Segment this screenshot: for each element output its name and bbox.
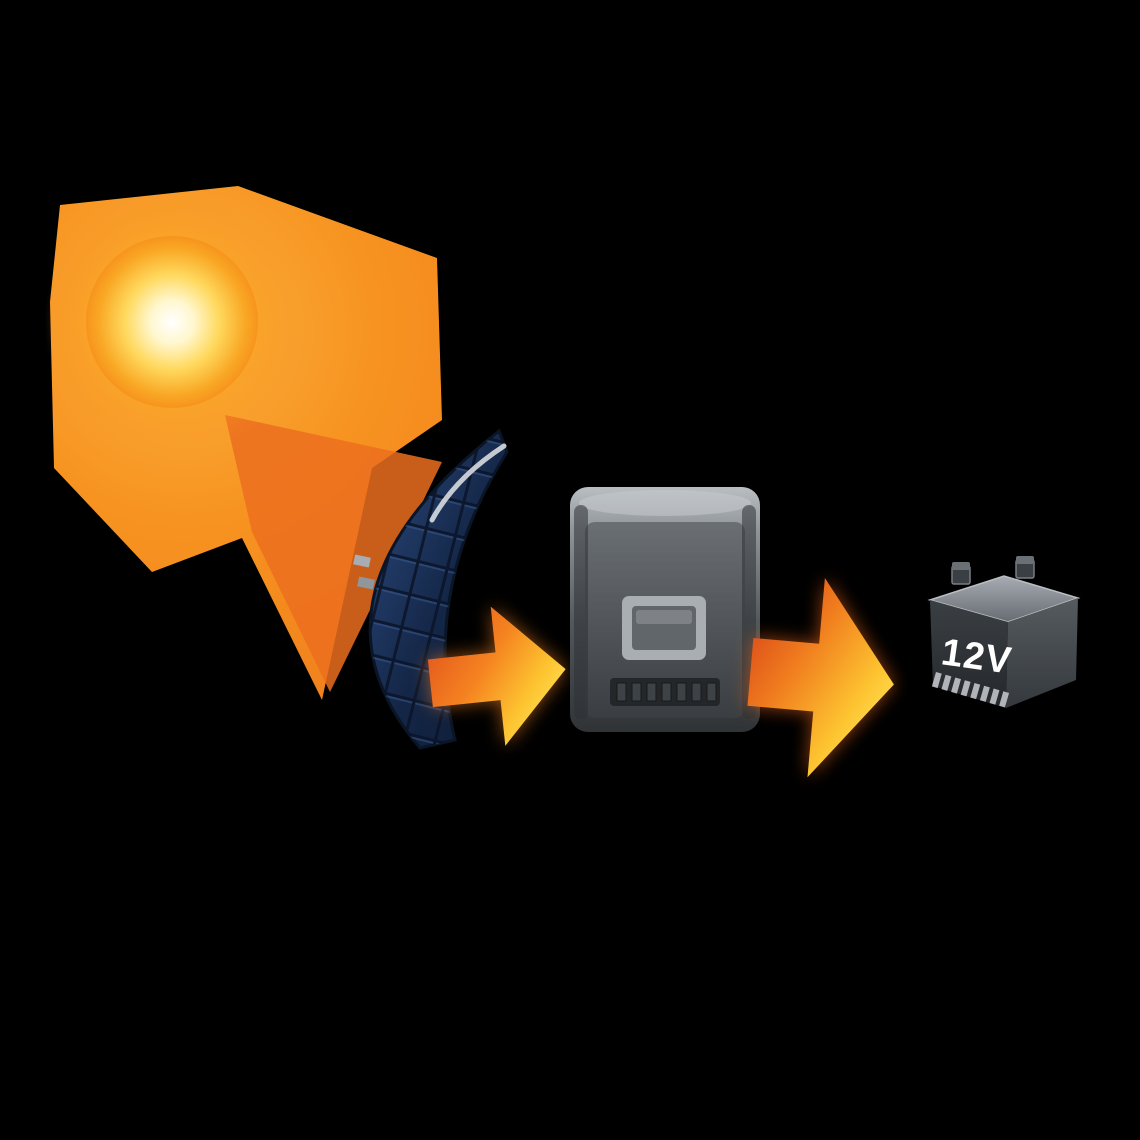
- battery-side-face: [1006, 598, 1078, 708]
- sun-core: [86, 236, 258, 408]
- panel-edge-highlight: [429, 443, 507, 523]
- controller-terminal-pin: [661, 682, 672, 702]
- controller-side-shade-left: [574, 505, 588, 719]
- battery-terminal-cap: [952, 562, 970, 570]
- sun-icon: [44, 186, 442, 700]
- controller-terminal-pin: [676, 682, 687, 702]
- controller-terminal-pins: [616, 682, 717, 702]
- flexible-solar-panel-icon: [353, 428, 509, 750]
- panel-junction-tab: [353, 554, 371, 568]
- battery-vent: [979, 685, 990, 702]
- battery-vent: [931, 672, 942, 689]
- battery-terminal-right: [1015, 556, 1035, 579]
- flow-arrow-2: [747, 578, 894, 778]
- battery-vent: [941, 674, 952, 691]
- controller-terminal-pin: [631, 682, 642, 702]
- arrow-right-icon: [747, 578, 894, 778]
- controller-terminal-pin: [706, 682, 717, 702]
- battery-vent: [960, 680, 971, 697]
- sun-beam: [225, 415, 442, 692]
- battery-vent: [970, 683, 981, 700]
- controller-terminal-pin: [616, 682, 627, 702]
- battery-terminal-cap: [1016, 556, 1034, 564]
- battery-vent: [989, 688, 1000, 705]
- battery-icon: 12V: [927, 556, 1081, 708]
- battery-vent: [951, 677, 961, 694]
- battery-voltage-label: 12V: [939, 631, 1015, 682]
- battery-terminal-left: [951, 562, 971, 585]
- battery-vent-strip: [931, 672, 1010, 708]
- arrow-right-icon: [427, 606, 566, 746]
- controller-terminal-pin: [691, 682, 702, 702]
- panel-cells: [370, 431, 507, 748]
- panel-junction-tab-2: [357, 576, 375, 590]
- controller-terminal-pin: [646, 682, 657, 702]
- battery-vent: [999, 691, 1010, 708]
- flow-arrow-1: [427, 606, 566, 746]
- charge-controller-icon: [570, 487, 760, 732]
- controller-top-highlight: [579, 490, 751, 516]
- controller-display-glare: [636, 610, 692, 624]
